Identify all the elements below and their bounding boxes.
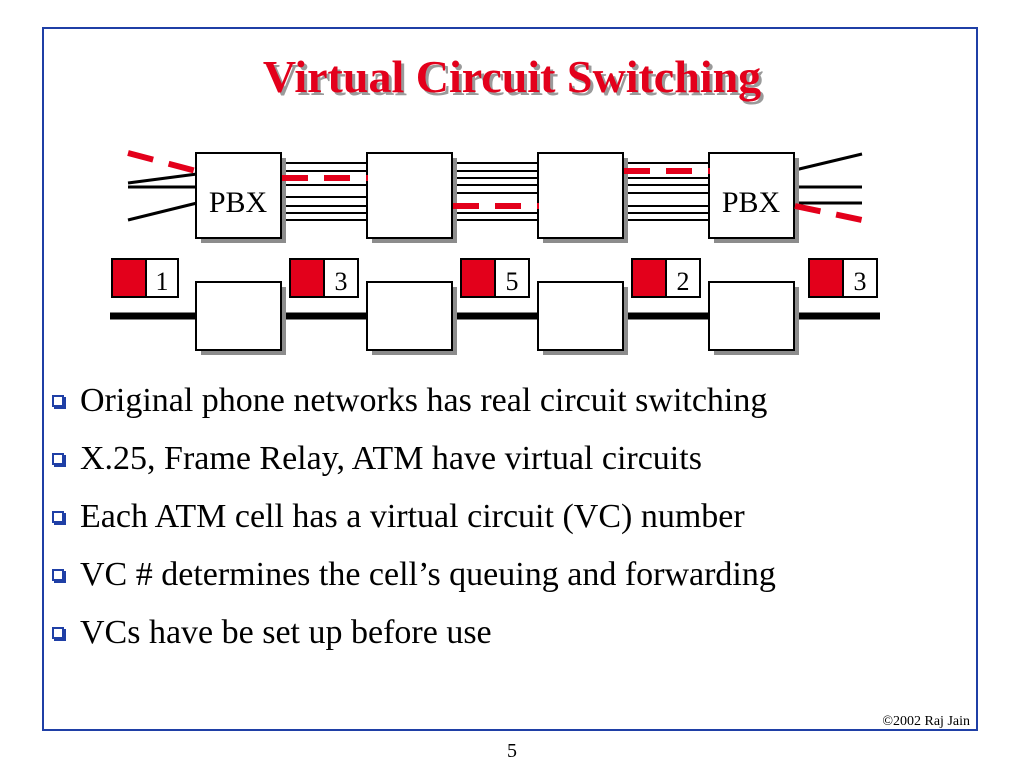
virtual-circuit-path	[127, 150, 863, 223]
bullet-item: Original phone networks has real circuit…	[52, 372, 776, 430]
square-bullet-icon	[52, 569, 64, 581]
bullet-text: VC # determines the cell’s queuing and f…	[80, 556, 776, 593]
slide-title: Virtual Circuit Switching	[262, 51, 762, 102]
trunk-lines-3	[624, 162, 710, 221]
bullet-item: Each ATM cell has a virtual circuit (VC)…	[52, 488, 776, 546]
cell-3-vc-number: 5	[506, 267, 519, 296]
cell-2-vc-number: 3	[335, 267, 348, 296]
bullet-text: Original phone networks has real circuit…	[80, 382, 768, 419]
trunk-lines-2	[453, 162, 539, 221]
bullet-text: Each ATM cell has a virtual circuit (VC)…	[80, 498, 745, 535]
cell-5-vc-number: 3	[854, 267, 867, 296]
bullet-item: VCs have be set up before use	[52, 604, 776, 662]
bullet-text: VCs have be set up before use	[80, 614, 492, 651]
left-external-lines	[127, 172, 198, 222]
bottom-switch-4	[708, 281, 799, 355]
bullet-text: X.25, Frame Relay, ATM have virtual circ…	[80, 440, 702, 477]
pbx-left-label: PBX	[209, 186, 268, 219]
switch-box-1	[366, 152, 457, 243]
slide-frame	[42, 27, 978, 731]
cell-1-vc-number: 1	[156, 267, 169, 296]
cell-3: 5	[460, 258, 530, 298]
bullet-list: Original phone networks has real circuit…	[52, 372, 776, 662]
bullet-item: VC # determines the cell’s queuing and f…	[52, 546, 776, 604]
cell-2: 3	[289, 258, 359, 298]
square-bullet-icon	[52, 395, 64, 407]
page-number: 5	[507, 740, 517, 762]
switch-box-2	[537, 152, 628, 243]
pbx-right-box	[708, 152, 799, 243]
square-bullet-icon	[52, 453, 64, 465]
pbx-left-box	[195, 152, 286, 243]
trunk-lines-1	[282, 162, 368, 221]
cell-1: 1	[111, 258, 179, 298]
copyright-notice: ©2002 Raj Jain	[882, 714, 970, 729]
bottom-switch-1	[195, 281, 286, 355]
cell-4-vc-number: 2	[677, 267, 690, 296]
bottom-switch-2	[366, 281, 457, 355]
square-bullet-icon	[52, 627, 64, 639]
bottom-switch-3	[537, 281, 628, 355]
pbx-right-label: PBX	[722, 186, 781, 219]
cell-4: 2	[631, 258, 701, 298]
right-external-lines	[794, 152, 863, 205]
bullet-item: X.25, Frame Relay, ATM have virtual circ…	[52, 430, 776, 488]
square-bullet-icon	[52, 511, 64, 523]
cell-5: 3	[808, 258, 878, 298]
